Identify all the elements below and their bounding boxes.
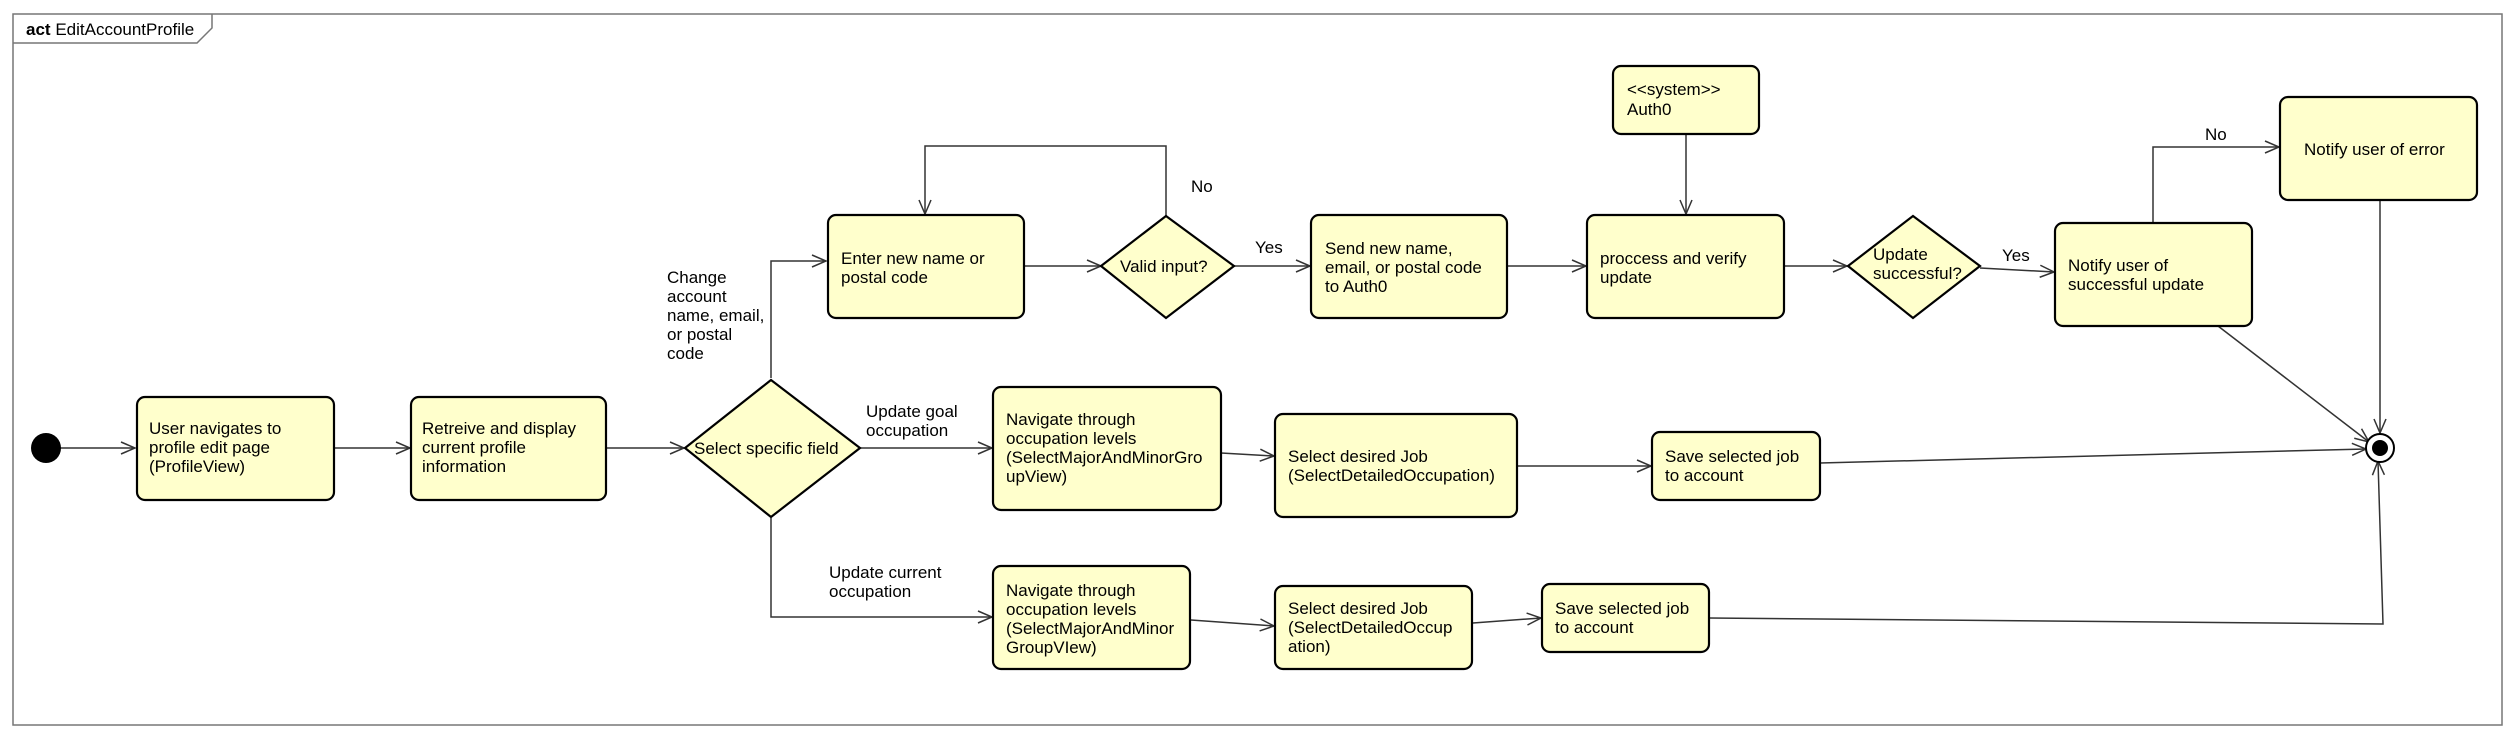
edge-select-enter (770, 261, 826, 378)
action-retrieve-display-label: Retreive and display current profile inf… (422, 419, 581, 476)
edges (57, 134, 2383, 626)
action-process-verify (1585, 213, 1786, 320)
decision-update-successful-label: Update successful? (1873, 245, 1962, 283)
label-success-yes: Yes (2002, 246, 2030, 265)
decision-select-field-label: Select specific field (694, 439, 839, 458)
action-select-job-current-label: Select desired Job (SelectDetailedOccup … (1288, 599, 1457, 656)
edge-select-navcurrent (770, 518, 992, 617)
edge-navcurrent-selectjob (1190, 620, 1274, 626)
action-retrieve-display (409, 395, 608, 502)
action-notify-success-label: Notify user of successful update (2068, 256, 2204, 294)
edge-selectjob-save-current (1472, 618, 1541, 623)
label-update-goal: Update goal occupation (866, 402, 962, 440)
action-enter-name-label: Enter new name or postal code (841, 249, 989, 287)
action-send-auth0-label: Send new name, email, or postal code to … (1325, 239, 1487, 296)
action-enter-name (826, 213, 1026, 320)
frame-title: act EditAccountProfile (26, 20, 194, 39)
action-nav-goal-label: Navigate through occupation levels (Sele… (1006, 410, 1207, 486)
label-valid-no: No (1191, 177, 1213, 196)
initial-node (31, 433, 61, 463)
edge-save-goal-end (1819, 449, 2366, 464)
diagram-frame: act EditAccountProfile (12, 13, 2503, 726)
label-change-account: Change account name, email, or postal co… (667, 268, 769, 363)
action-notify-success (2053, 221, 2254, 328)
system-auth0 (1611, 64, 1761, 136)
action-nav-goal (991, 385, 1223, 512)
label-valid-yes: Yes (1255, 238, 1283, 257)
edge-valid-no-loop (925, 145, 1167, 216)
action-save-job-goal-label: Save selected job to account (1665, 447, 1804, 485)
edge-update-no (2152, 147, 2279, 222)
action-save-job-current-label: Save selected job to account (1555, 599, 1694, 637)
edge-navgoal-selectjob (1220, 453, 1274, 456)
edge-update-yes (1979, 268, 2054, 272)
label-update-current: Update current occupation (829, 563, 946, 601)
action-select-job-goal-label: Select desired Job (SelectDetailedOccupa… (1288, 447, 1495, 485)
decision-update-successful (1846, 214, 1982, 320)
action-save-job-current (1540, 582, 1711, 654)
action-save-job-goal (1650, 430, 1822, 502)
decision-select-field (683, 378, 862, 519)
action-nav-current-label: Navigate through occupation levels (Sele… (1006, 581, 1179, 657)
action-nav-current (991, 564, 1192, 671)
system-auth0-label: <<system>> Auth0 (1627, 80, 1725, 119)
action-notify-error-label: Notify user of error (2304, 140, 2445, 159)
action-send-auth0 (1309, 213, 1509, 320)
action-notify-error (2278, 95, 2479, 202)
action-navigate-profile-label: User navigates to profile edit page (Pro… (149, 419, 286, 476)
edge-notify-success-end (2217, 325, 2369, 442)
decision-valid-input-label: Valid input? (1120, 257, 1208, 276)
action-select-job-goal (1273, 412, 1519, 519)
decision-valid-input (1099, 214, 1236, 320)
label-success-no: No (2205, 125, 2227, 144)
edge-save-current-end (1708, 461, 2383, 625)
action-navigate-profile (135, 395, 336, 502)
action-select-job-current (1273, 584, 1474, 671)
final-node (2365, 433, 2395, 463)
action-process-verify-label: proccess and verify update (1600, 249, 1751, 287)
